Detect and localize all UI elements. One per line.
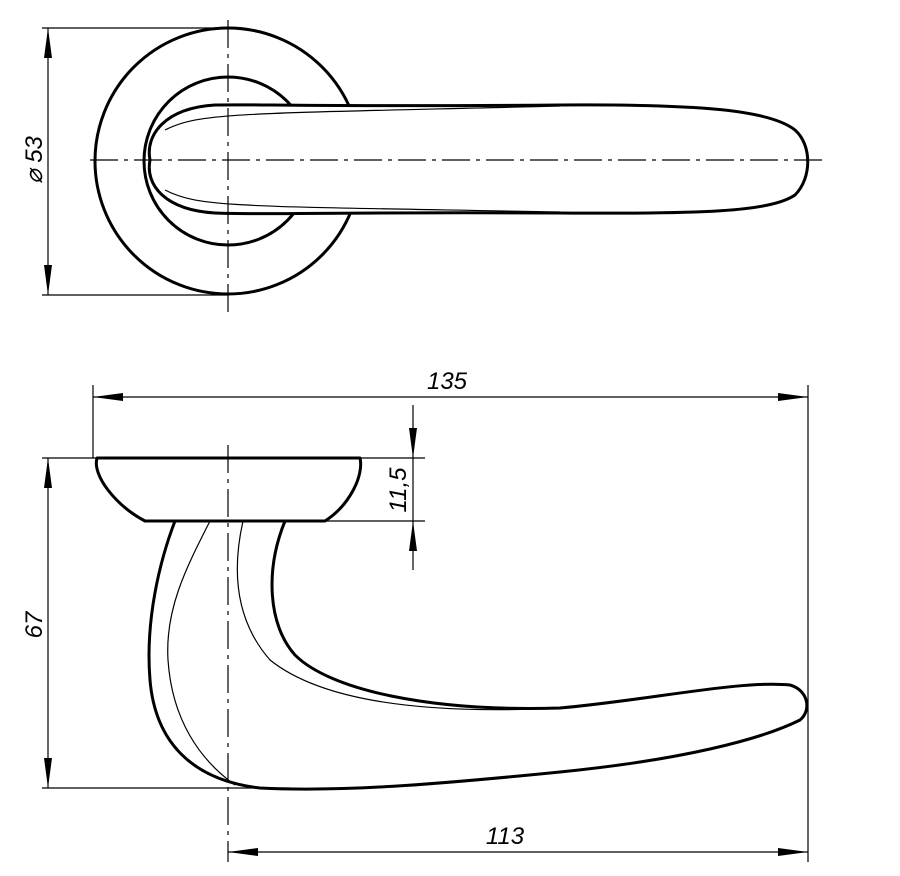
side-view xyxy=(94,445,809,862)
top-view xyxy=(90,20,826,314)
diameter-label: ⌀ 53 xyxy=(21,135,48,183)
handle-top-edge-line xyxy=(164,105,561,131)
arrow-icon xyxy=(44,758,52,788)
arrow-icon xyxy=(44,458,52,488)
handle-bottom-edge-line xyxy=(164,189,561,213)
arrow-icon xyxy=(409,428,417,458)
handle-top-outline xyxy=(147,103,810,216)
rosette-height-label: 11,5 xyxy=(385,467,412,513)
length-label: 135 xyxy=(427,368,468,395)
length-dimension: 135 xyxy=(92,368,809,862)
height-label: 67 xyxy=(21,610,48,638)
reach-dimension: 113 xyxy=(228,823,808,856)
rosette-height-dimension: 11,5 xyxy=(325,405,425,570)
handle-inner-line xyxy=(167,520,236,786)
arrow-icon xyxy=(93,393,123,401)
arrow-icon xyxy=(778,393,808,401)
handle-inner-line xyxy=(236,520,561,711)
arrow-icon xyxy=(228,848,258,856)
arrow-icon xyxy=(44,265,52,295)
rosette-profile xyxy=(94,456,363,523)
arrow-icon xyxy=(44,28,52,58)
reach-label: 113 xyxy=(486,823,525,850)
diameter-dimension: ⌀ 53 xyxy=(21,27,228,296)
handle-side-outline xyxy=(147,519,809,791)
arrow-icon xyxy=(778,848,808,856)
height-dimension: 67 xyxy=(21,457,290,789)
arrow-icon xyxy=(409,521,417,551)
